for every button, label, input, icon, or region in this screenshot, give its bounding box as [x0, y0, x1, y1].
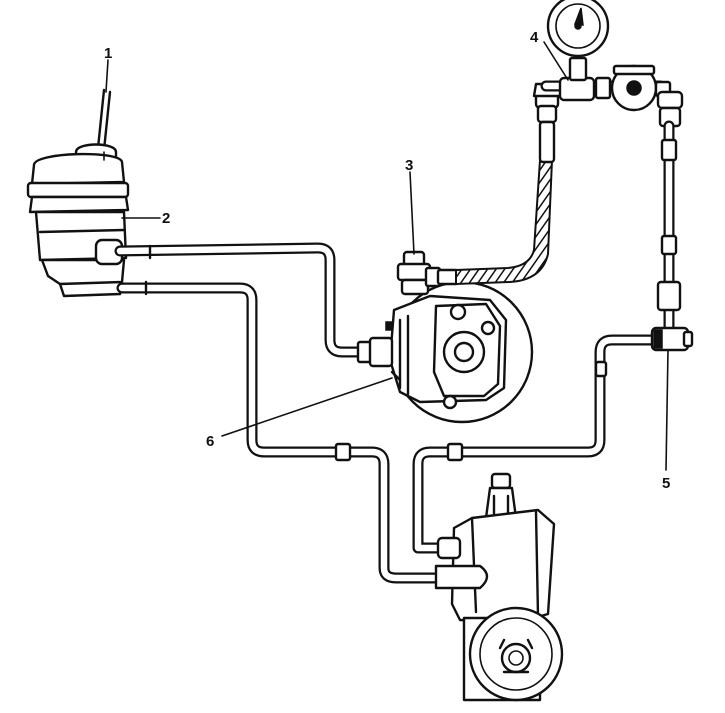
gear-inlet-fitting	[650, 326, 694, 352]
leader-lines	[105, 41, 669, 471]
fluid-reservoir	[26, 88, 130, 298]
callout-2: 2	[162, 210, 170, 227]
return-hose-upper	[114, 242, 366, 358]
steering-gear	[434, 472, 564, 702]
callout-labels: 1 2 3 4 5 6	[104, 29, 670, 492]
supply-hose-lower	[116, 280, 446, 584]
power-steering-pump	[356, 280, 534, 424]
callout-6: 6	[206, 433, 214, 450]
pressure-hose-to-gear	[412, 334, 670, 554]
gauge-valve-assembly	[532, 0, 684, 164]
callout-5: 5	[662, 475, 670, 492]
pump-outlet-fitting	[396, 159, 554, 296]
callout-4: 4	[530, 29, 539, 46]
callout-1: 1	[104, 45, 112, 62]
gauge-return-hose	[656, 120, 682, 336]
callout-3: 3	[405, 157, 413, 174]
